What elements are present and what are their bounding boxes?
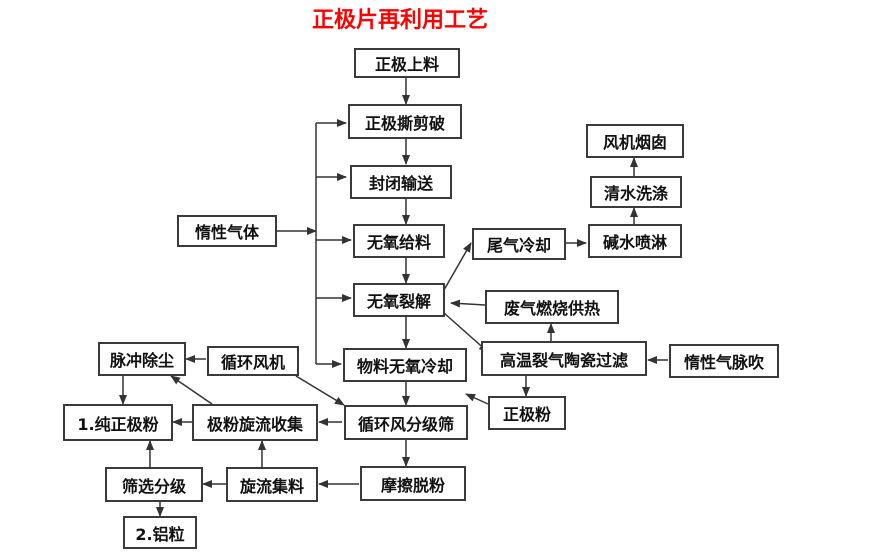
node-friction-stripping: 摩擦脱粉 (360, 466, 466, 501)
node-pulse-dust-removal: 脉冲除尘 (98, 342, 186, 376)
node-hot-gas-ceramic-filter: 高温裂气陶瓷过滤 (481, 341, 647, 376)
node-circulating-classifier: 循环风分级筛 (344, 405, 468, 440)
edge-combustion-to-pyrolysis (450, 299, 486, 308)
node-waste-gas-combustion: 废气燃烧供热 (485, 290, 619, 324)
node-fan-chimney: 风机烟囱 (586, 124, 684, 158)
node-powder-cyclone: 极粉旋流收集 (192, 404, 318, 441)
node-cyclone-collection: 旋流集料 (226, 467, 318, 502)
node-oxygen-free-feed: 无氧给料 (353, 224, 445, 258)
node-inert-gas-pulse: 惰性气脉吹 (669, 344, 779, 378)
edge-fan-to-classifier (295, 375, 345, 406)
node-cathode-shred: 正极撕剪破 (348, 104, 462, 139)
edge-powder-cyclone-to-pulse-dust (170, 375, 213, 405)
node-pure-cathode-powder: 1.纯正极粉 (63, 404, 173, 441)
diagram-title: 正极片再利用工艺 (311, 8, 488, 33)
edge-pyrolysis-to-tail-cooling (443, 242, 472, 291)
node-sealed-transport: 封闭输送 (350, 165, 452, 199)
node-inert-gas: 惰性气体 (177, 215, 277, 247)
node-cathode-powder: 正极粉 (488, 396, 566, 430)
node-alkali-spray: 碱水喷淋 (588, 224, 682, 258)
node-tail-gas-cooling: 尾气冷却 (472, 228, 566, 260)
node-oxygen-free-pyrolysis: 无氧裂解 (353, 283, 445, 317)
node-circulating-fan: 循环风机 (207, 346, 299, 376)
node-aluminum-particles: 2.铝粒 (123, 516, 197, 549)
edge-cathode-powder-to-classifier (465, 393, 489, 405)
edge-pyrolysis-to-filter (443, 312, 489, 353)
node-screening-classification: 筛选分级 (105, 467, 203, 502)
node-cathode-feed: 正极上料 (354, 48, 460, 78)
node-water-wash: 清水洗涤 (590, 176, 682, 208)
node-material-cooling: 物料无氧冷却 (343, 348, 467, 382)
